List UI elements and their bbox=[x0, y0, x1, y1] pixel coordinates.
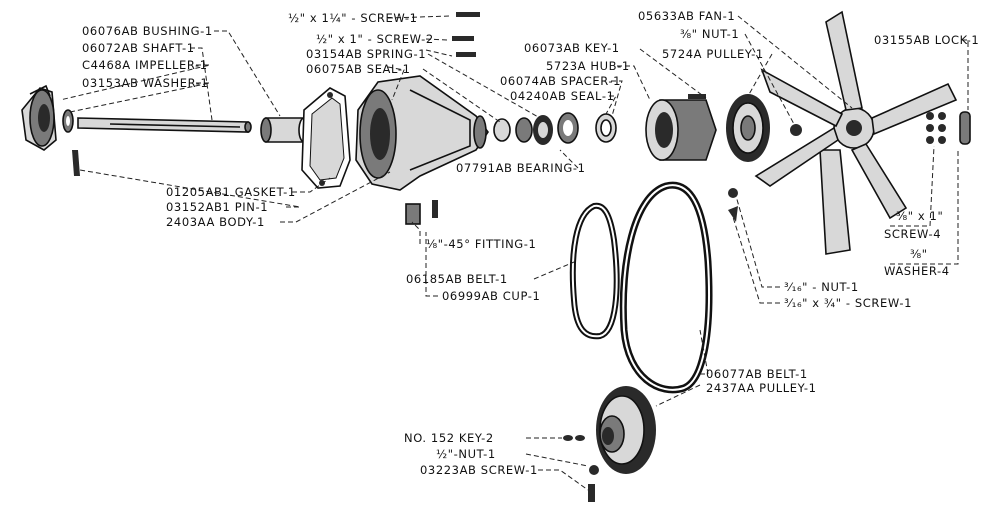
seal-stack-drawing bbox=[493, 112, 617, 145]
label-belt-06185: 06185AB BELT-1 bbox=[406, 272, 508, 286]
label-fan: 05633AB FAN-1 bbox=[638, 9, 735, 23]
fitting-drawing bbox=[405, 200, 438, 225]
small-nut-screw-drawing bbox=[728, 188, 738, 222]
label-washer-3-8: ⅜" bbox=[910, 247, 928, 261]
label-screw-half-1: ½" x 1" - SCREW-2 bbox=[316, 32, 434, 46]
label-screw-half-1-25: ½" x 1¼" - SCREW-1 bbox=[288, 11, 418, 25]
label-key: 06073AB KEY-1 bbox=[524, 41, 620, 55]
label-hub: 5723A HUB-1 bbox=[546, 59, 630, 73]
label-impeller: C4468A IMPELLER-1 bbox=[82, 58, 208, 72]
label-screw-03223: 03223AB SCREW-1 bbox=[420, 463, 538, 477]
label-bushing: 06076AB BUSHING-1 bbox=[82, 24, 213, 38]
label-seal-body: 06075AB SEAL-1 bbox=[306, 62, 411, 76]
label-washer-4: WASHER-4 bbox=[884, 264, 950, 278]
gasket-drawing bbox=[301, 87, 351, 189]
crank-pulley-drawing bbox=[596, 386, 656, 474]
label-seal-small: 04240AB SEAL-1 bbox=[510, 89, 615, 103]
large-belt-drawing bbox=[619, 181, 713, 394]
label-screw-3-8: ⅜" x 1" bbox=[896, 209, 943, 223]
top-screws-drawing bbox=[452, 12, 480, 57]
small-belt-drawing bbox=[569, 202, 620, 340]
label-bearing: 07791AB BEARING-1 bbox=[456, 161, 586, 175]
label-nut-3-16: ³⁄₁₆" - NUT-1 bbox=[784, 280, 859, 294]
label-pulley-2437: 2437AA PULLEY-1 bbox=[706, 381, 817, 395]
label-washer: 03153AB WASHER-1 bbox=[82, 76, 208, 90]
label-spacer: 06074AB SPACER-1 bbox=[500, 74, 621, 88]
crank-hardware-drawing bbox=[563, 435, 599, 502]
label-key-152: NO. 152 KEY-2 bbox=[404, 431, 494, 445]
label-nut-half: ½"-NUT-1 bbox=[436, 447, 496, 461]
label-pulley-5724: 5724A PULLEY-1 bbox=[662, 47, 764, 61]
part-labels: 06076AB BUSHING-1 06072AB SHAFT-1 C4468A… bbox=[82, 9, 979, 477]
fan-screws-drawing bbox=[926, 111, 971, 145]
washer-drawing bbox=[62, 109, 74, 133]
fan-drawing bbox=[754, 10, 958, 255]
label-cup: 06999AB CUP-1 bbox=[442, 289, 540, 303]
label-screw-4: SCREW-4 bbox=[884, 227, 941, 241]
shaft-drawing bbox=[77, 117, 252, 133]
label-belt-06077: 06077AB BELT-1 bbox=[706, 367, 808, 381]
label-screw-3-16: ³⁄₁₆" x ¾" - SCREW-1 bbox=[784, 296, 912, 310]
label-shaft: 06072AB SHAFT-1 bbox=[82, 41, 195, 55]
bushing-drawing bbox=[260, 117, 310, 143]
label-nut-3-8: ⅜" NUT-1 bbox=[680, 27, 739, 41]
fan-pulley-drawing bbox=[726, 94, 770, 162]
label-gasket: 01205AB1 GASKET-1 bbox=[166, 185, 296, 199]
label-pin: 03152AB1 PIN-1 bbox=[166, 200, 268, 214]
leader-lines bbox=[59, 15, 969, 491]
label-spring: 03154AB SPRING-1 bbox=[306, 47, 426, 61]
label-fitting: ⅛"-45° FITTING-1 bbox=[426, 237, 536, 251]
pump-body-drawing bbox=[355, 75, 489, 191]
nut-drawing bbox=[790, 124, 802, 136]
hub-drawing bbox=[645, 94, 717, 161]
label-body: 2403AA BODY-1 bbox=[166, 215, 265, 229]
label-lock: 03155AB LOCK-1 bbox=[874, 33, 979, 47]
pin-drawing bbox=[72, 150, 80, 176]
impeller-drawing bbox=[21, 84, 57, 151]
